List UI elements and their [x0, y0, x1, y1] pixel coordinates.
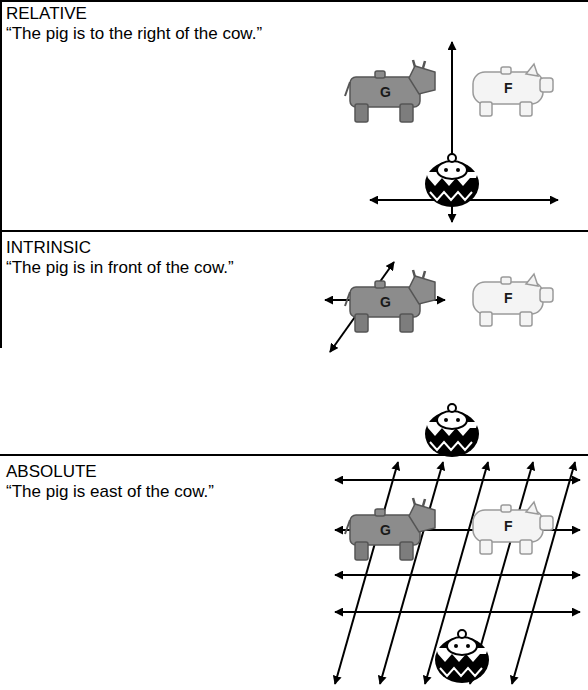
example-sentence: “The pig is to the right of the cow.” [6, 24, 262, 44]
panel-heading: RELATIVE [6, 4, 87, 24]
figure-letter: G [380, 294, 391, 310]
example-sentence: “The pig is east of the cow.” [6, 482, 214, 502]
panel-heading: INTRINSIC [6, 238, 91, 258]
figure-letter: F [504, 518, 513, 534]
figure-letter: F [504, 290, 513, 306]
figure-letter: G [380, 522, 391, 538]
example-sentence: “The pig is in front of the cow.” [6, 258, 234, 278]
figure-letter: G [380, 84, 391, 100]
panel-heading: ABSOLUTE [6, 462, 97, 482]
figure-letter: F [504, 80, 513, 96]
